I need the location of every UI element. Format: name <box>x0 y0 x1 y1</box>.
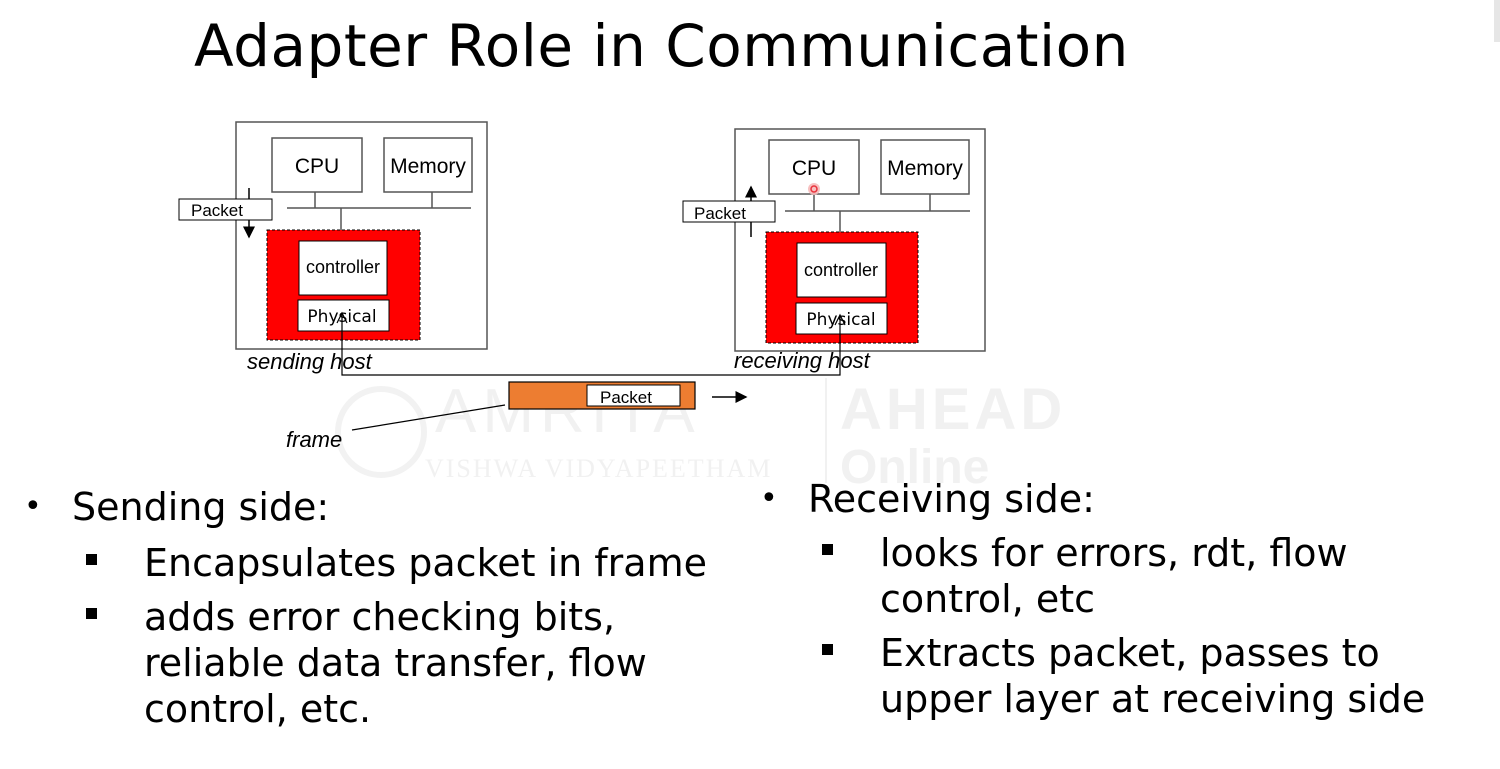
sending-side-item-2: adds error checking bits, reliable data … <box>86 594 707 732</box>
sending-item-2-line-1: adds error checking bits, <box>144 595 616 639</box>
receiving-host: CPU Memory controller Physical Packet re… <box>682 128 986 373</box>
watermark-seal-icon <box>335 386 427 478</box>
receiving-memory-label: Memory <box>887 157 963 180</box>
sending-side-heading: Sending side: <box>24 484 707 530</box>
square-bullet-icon <box>822 644 833 655</box>
sending-item-2-line-2: reliable data transfer, flow <box>144 641 647 685</box>
receiving-physical-label: Physical <box>806 310 875 330</box>
sending-controller-label: controller <box>306 257 380 277</box>
receiving-side-heading-text: Receiving side: <box>808 477 1095 521</box>
receiving-side-item-2: Extracts packet, passes to upper layer a… <box>822 630 1425 722</box>
receiving-controller-box <box>796 242 887 298</box>
receiving-item-1-line-2: control, etc <box>880 577 1096 621</box>
watermark-right-top: AHEAD <box>840 377 1067 442</box>
receiving-side-item-1: looks for errors, rdt, flow control, etc <box>822 530 1425 622</box>
sending-side-item-1: Encapsulates packet in frame <box>86 540 707 586</box>
link-arrowhead-left <box>336 311 348 324</box>
receiving-item-2-line-2: upper layer at receiving side <box>880 677 1426 721</box>
watermark-divider <box>825 378 827 483</box>
receiving-host-label: receiving host <box>734 348 871 373</box>
receiving-item-1-line-1: looks for errors, rdt, flow <box>880 531 1348 575</box>
sending-cpu-box <box>271 137 363 193</box>
receiving-packet-box <box>682 200 776 223</box>
link-wire <box>341 314 841 376</box>
scrollbar-edge[interactable] <box>1494 0 1500 42</box>
sending-controller-box <box>298 240 388 296</box>
sending-item-1-line-1: Encapsulates packet in frame <box>144 541 707 585</box>
sending-item-2-line-3: control, etc. <box>144 687 372 731</box>
sending-host-label: sending host <box>247 349 373 374</box>
receiving-side-section: Receiving side: looks for errors, rdt, f… <box>760 476 1425 722</box>
sending-cpu-label: CPU <box>295 155 339 178</box>
frame-packet-box <box>586 384 681 407</box>
sending-memory-box <box>383 137 473 193</box>
receiving-side-heading: Receiving side: <box>760 476 1425 522</box>
frame-packet-label: Packet <box>600 388 652 407</box>
pointer-dot-icon <box>808 183 820 195</box>
link-arrowhead-right <box>834 313 846 326</box>
sending-memory-label: Memory <box>390 155 466 178</box>
sending-packet-label: Packet <box>191 201 243 220</box>
slide-title: Adapter Role in Communication <box>194 12 1129 80</box>
receiving-memory-box <box>880 139 970 195</box>
watermark-sub: VISHWA VIDYAPEETHAM <box>425 454 773 483</box>
adapter-diagram: CPU Memory controller Physical Packet se… <box>178 121 986 452</box>
receiving-controller-label: controller <box>804 260 878 280</box>
receiving-packet-label: Packet <box>694 204 746 223</box>
square-bullet-icon <box>86 554 97 565</box>
pointer-dot-center <box>810 185 818 193</box>
square-bullet-icon <box>86 608 97 619</box>
sending-host: CPU Memory controller Physical Packet se… <box>178 121 488 374</box>
frame-pointer-line <box>351 404 506 431</box>
sending-side-heading-text: Sending side: <box>72 485 330 529</box>
sending-packet-box <box>178 198 273 221</box>
frame-label: frame <box>286 427 342 452</box>
sending-side-section: Sending side: Encapsulates packet in fra… <box>24 484 707 732</box>
receiving-cpu-label: CPU <box>792 157 836 180</box>
square-bullet-icon <box>822 544 833 555</box>
watermark: AMRITA VISHWA VIDYAPEETHAM AHEAD Online <box>330 368 1110 494</box>
receiving-item-2-line-1: Extracts packet, passes to <box>880 631 1380 675</box>
